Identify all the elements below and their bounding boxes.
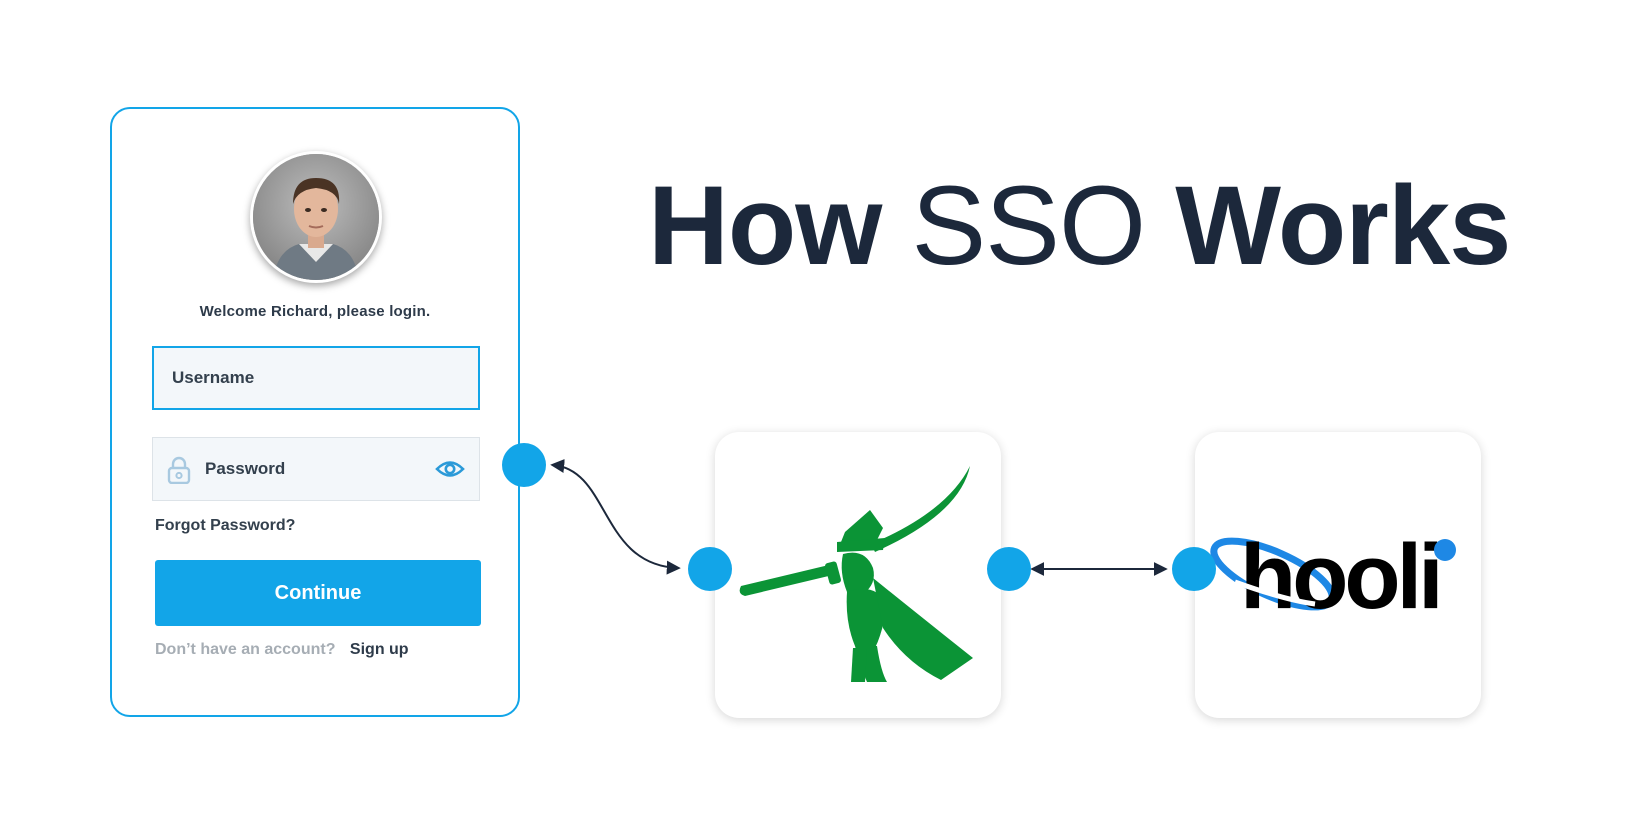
connection-dot (987, 547, 1031, 591)
title-works: Works (1175, 163, 1511, 288)
no-account-text: Don’t have an account? (155, 641, 336, 658)
lock-icon (167, 456, 191, 484)
title-sso: SSO (911, 163, 1147, 288)
signup-link[interactable]: Sign up (349, 641, 409, 658)
hooli-logo: hooli (1210, 526, 1456, 628)
avatar-portrait (253, 154, 379, 280)
user-avatar (250, 151, 382, 283)
connector-login-idp (550, 459, 681, 575)
title-how: How (648, 163, 882, 288)
service-provider-tile: hooli (1195, 432, 1481, 718)
eye-icon[interactable] (435, 458, 465, 480)
piper-logo (739, 466, 973, 682)
signup-row: Don’t have an account? Sign up (155, 641, 409, 659)
password-input[interactable] (205, 438, 415, 500)
forgot-password-link[interactable]: Forgot Password? (155, 517, 296, 534)
welcome-text: Welcome Richard, please login. (199, 303, 431, 320)
connection-dot (502, 443, 546, 487)
password-field[interactable] (152, 437, 480, 501)
connection-dot (688, 547, 732, 591)
page-title: How SSO Works (648, 170, 1511, 282)
login-card: Welcome Richard, please login. Forgot Pa… (110, 107, 520, 717)
continue-button[interactable]: Continue (155, 560, 481, 626)
identity-provider-tile (715, 432, 1001, 718)
connection-dot (1172, 547, 1216, 591)
username-input[interactable] (152, 346, 480, 410)
hooli-wordmark: hooli (1240, 526, 1440, 628)
